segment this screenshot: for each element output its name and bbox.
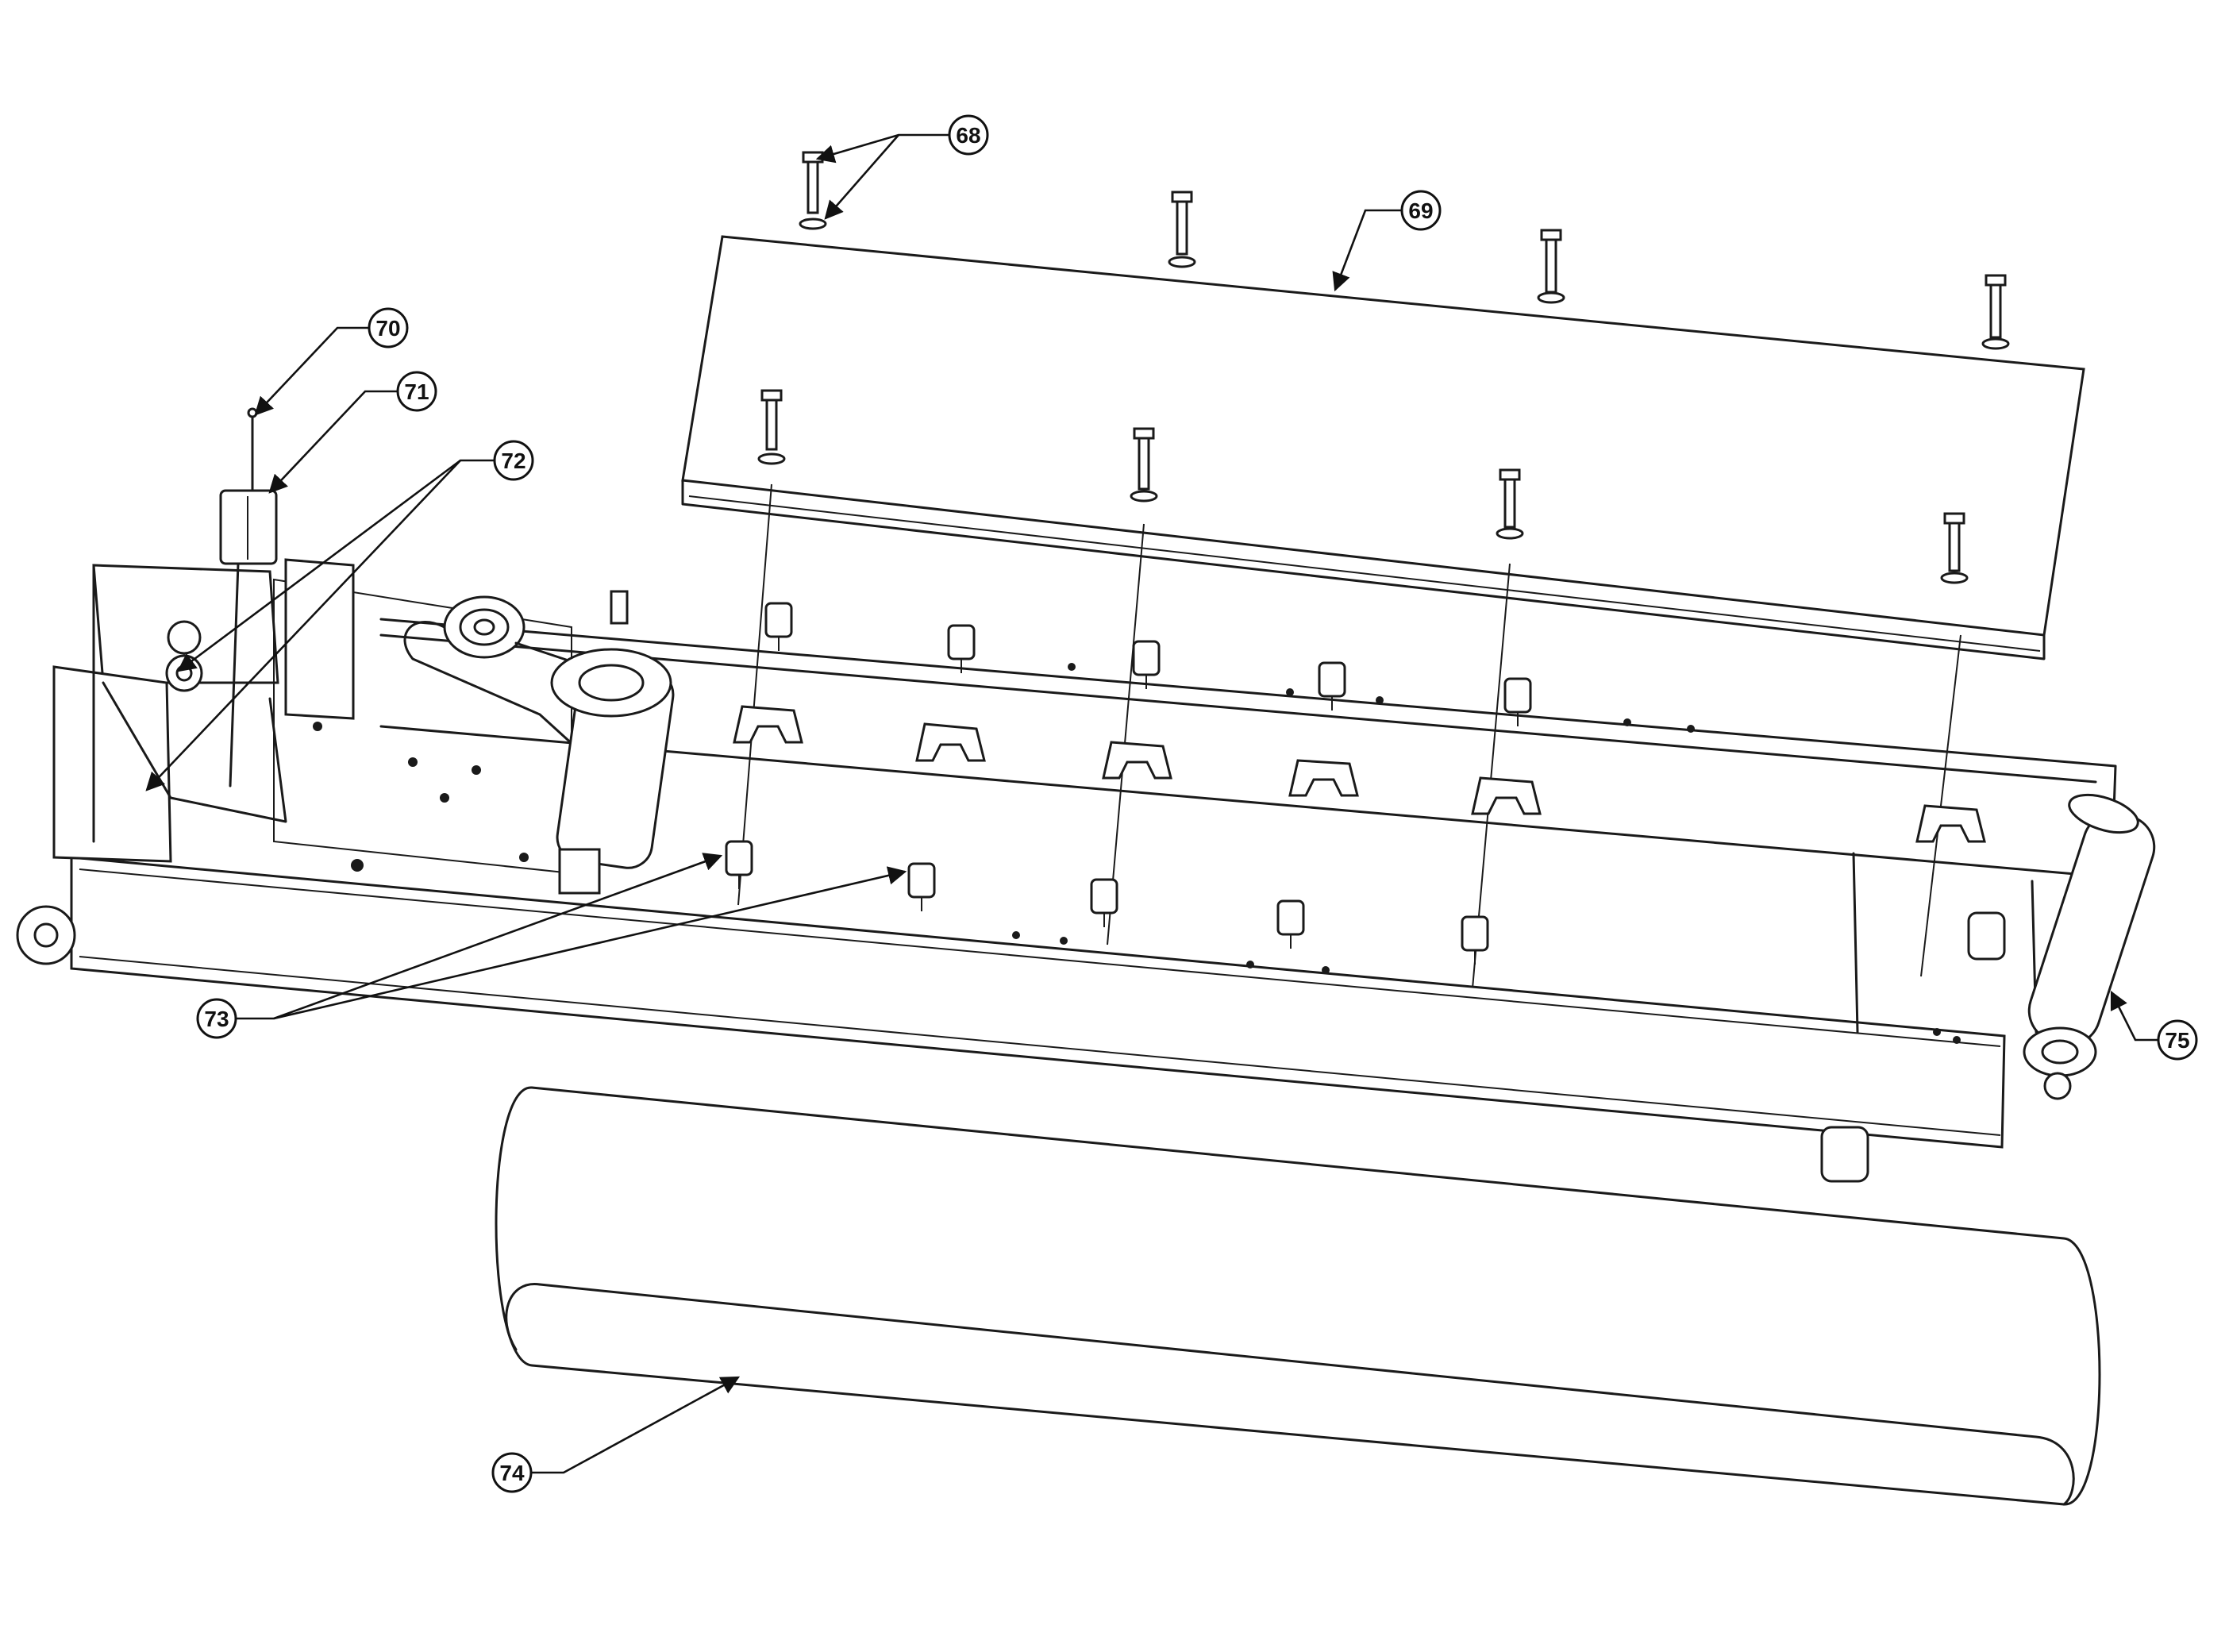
deck-bolts bbox=[757, 151, 2010, 584]
callout-69: 69 bbox=[1400, 190, 1442, 231]
cushion bbox=[947, 624, 976, 673]
drive-motor bbox=[284, 558, 675, 895]
deck-bolt bbox=[1130, 427, 1158, 503]
svg-text:70: 70 bbox=[375, 316, 400, 341]
cushion bbox=[907, 862, 936, 911]
deck-bolt bbox=[757, 389, 786, 465]
cushion bbox=[1132, 640, 1161, 689]
rear-roller bbox=[2023, 793, 2156, 1100]
cushion-bracket bbox=[1915, 804, 1986, 843]
callout-72: 72 bbox=[493, 440, 534, 481]
cushion bbox=[1090, 878, 1118, 927]
svg-text:69: 69 bbox=[1408, 198, 1433, 223]
deck-board bbox=[681, 235, 2085, 660]
deck-cushions bbox=[725, 602, 1986, 965]
deck-bolt bbox=[1940, 512, 1969, 584]
deck-bolt bbox=[1981, 274, 2010, 350]
deck-bolt bbox=[1496, 468, 1524, 540]
svg-text:75: 75 bbox=[2165, 1028, 2189, 1053]
cushion-bracket bbox=[733, 705, 803, 744]
svg-text:71: 71 bbox=[404, 379, 429, 404]
cushion-bracket bbox=[1102, 741, 1172, 780]
deck-bolt bbox=[799, 151, 827, 230]
cushion bbox=[1318, 661, 1346, 710]
cushion bbox=[1276, 899, 1305, 949]
callout-71: 71 bbox=[396, 371, 437, 412]
cushion bbox=[1503, 677, 1532, 726]
sensor-assembly bbox=[219, 407, 278, 787]
callout-68: 68 bbox=[948, 114, 989, 156]
walking-belt bbox=[495, 1086, 2101, 1506]
callout-73: 73 bbox=[196, 998, 237, 1039]
cushion-bracket bbox=[1471, 776, 1542, 815]
callout-74: 74 bbox=[491, 1452, 533, 1493]
cushion-bracket bbox=[915, 722, 986, 762]
callout-leaders bbox=[145, 133, 2159, 1474]
cushion bbox=[764, 602, 793, 651]
svg-text:73: 73 bbox=[204, 1007, 229, 1031]
callout-75: 75 bbox=[2157, 1019, 2198, 1061]
deck-bolt bbox=[1168, 191, 1196, 268]
cushion bbox=[1461, 915, 1489, 965]
callout-70: 70 bbox=[368, 307, 409, 348]
svg-text:74: 74 bbox=[499, 1461, 525, 1485]
svg-text:72: 72 bbox=[501, 449, 525, 473]
svg-text:68: 68 bbox=[956, 123, 980, 148]
cushion-bracket bbox=[1288, 759, 1359, 797]
cushion bbox=[725, 840, 753, 889]
deck-bolt bbox=[1537, 229, 1565, 304]
